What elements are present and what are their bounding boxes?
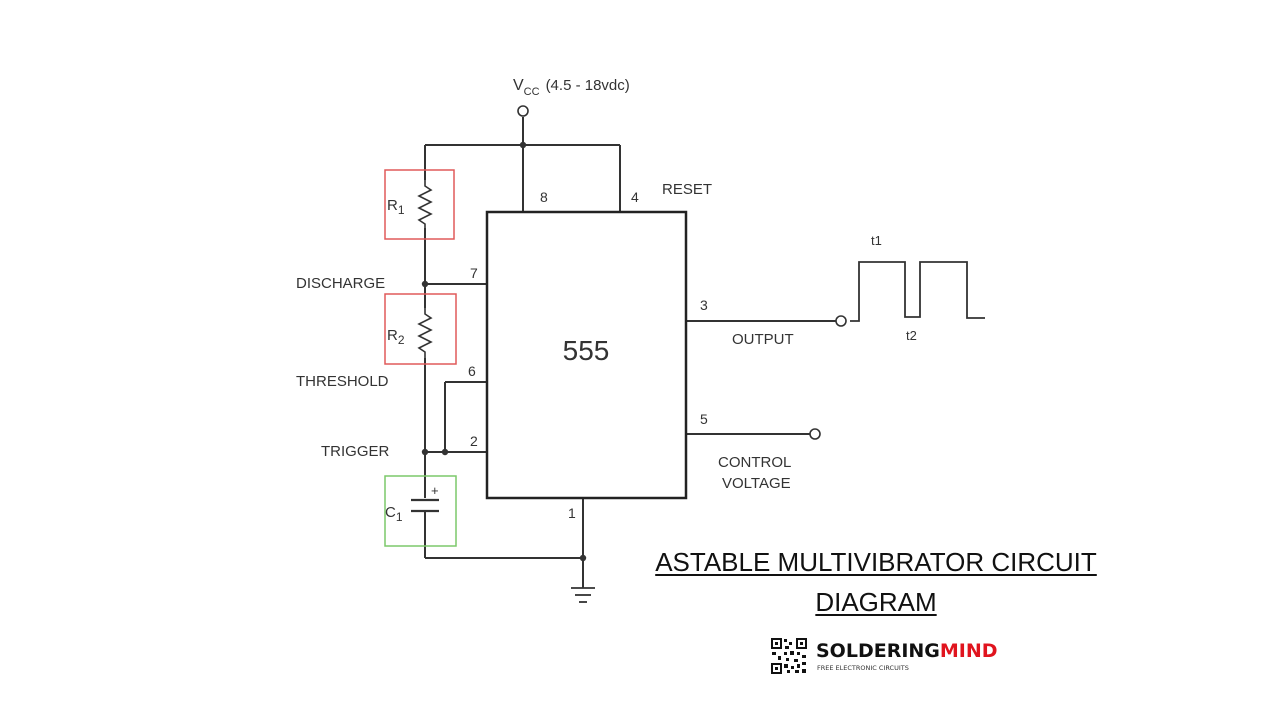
ic-555-body — [485, 210, 688, 500]
caption-line-2: DIAGRAM — [815, 587, 937, 617]
discharge-label: DISCHARGE — [296, 275, 385, 292]
capacitor-plus-sign: + — [431, 483, 439, 498]
pin-4-number: 4 — [631, 189, 639, 205]
c1-highlight-box — [384, 475, 457, 547]
c1-label: C1 — [385, 504, 403, 524]
r1-label: R1 — [387, 197, 405, 217]
r1-highlight-box — [384, 169, 455, 240]
pin-1-number: 1 — [568, 505, 576, 521]
terminals — [517, 105, 847, 440]
pin-6-number: 6 — [468, 363, 476, 379]
brand-tagline: FREE ELECTRONIC CIRCUITS — [817, 664, 909, 672]
brand-name: SOLDERINGMIND — [816, 640, 998, 662]
pin-5-number: 5 — [700, 411, 708, 427]
pin-7-number: 7 — [470, 265, 478, 281]
threshold-label: THRESHOLD — [296, 373, 389, 390]
qr-code-icon — [770, 637, 808, 675]
trigger-label: TRIGGER — [321, 443, 390, 460]
output-terminal — [835, 315, 847, 327]
reset-label: RESET — [662, 181, 712, 198]
vcc-terminal — [517, 105, 529, 117]
pin-2-number: 2 — [470, 433, 478, 449]
t1-label: t1 — [871, 233, 882, 248]
control-voltage-label-line2: VOLTAGE — [722, 475, 791, 492]
wires — [411, 117, 985, 603]
caption-line-1: ASTABLE MULTIVIBRATOR CIRCUIT — [655, 547, 1097, 577]
output-label: OUTPUT — [732, 331, 794, 348]
r2-label: R2 — [387, 327, 405, 347]
control-terminal — [809, 428, 821, 440]
r2-highlight-box — [384, 293, 457, 365]
solderingmind-logo: SOLDERINGMIND FREE ELECTRONIC CIRCUITS — [770, 636, 1000, 676]
t2-label: t2 — [906, 328, 917, 343]
pin-8-number: 8 — [540, 189, 548, 205]
pin-3-number: 3 — [700, 297, 708, 313]
junctions — [421, 141, 587, 562]
control-voltage-label-line1: CONTROL — [718, 454, 791, 471]
vcc-label: VCC(4.5 - 18vdc) — [513, 77, 630, 98]
ic-555-label: 555 — [563, 335, 610, 366]
